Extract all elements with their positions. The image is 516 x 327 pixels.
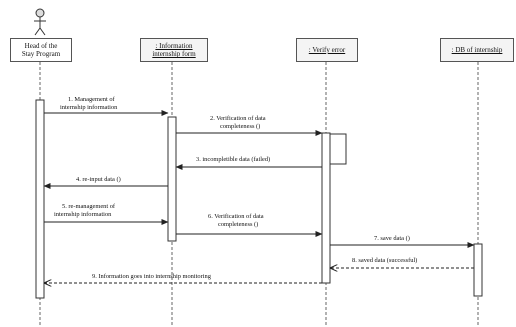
message-6-line1: 6. Verification of data bbox=[208, 213, 264, 220]
activation-form bbox=[167, 116, 177, 242]
message-5-line1: 5. re-management of bbox=[62, 203, 116, 210]
participant-actor-label-2: Stay Program bbox=[21, 50, 61, 58]
message-2-line2: completeness () bbox=[220, 122, 261, 130]
message-3-label: 3. incompletible data (failed) bbox=[196, 156, 271, 163]
message-4-label: 4. re-input data () bbox=[76, 176, 121, 183]
message-1-line1: 1. Management of bbox=[68, 96, 115, 103]
participant-actor: Head of the Stay Program bbox=[10, 38, 72, 62]
message-2-label: 2. Verification of data completeness () bbox=[208, 115, 266, 130]
message-2-line1: 2. Verification of data bbox=[210, 115, 266, 122]
message-8-label: 8. saved data (successful) bbox=[352, 257, 418, 264]
message-7-label: 7. save data () bbox=[374, 235, 410, 242]
message-6-line2: completeness () bbox=[218, 220, 259, 228]
message-1-line2: internship information bbox=[60, 103, 118, 111]
message-9-label: 9. Information goes into internship moni… bbox=[92, 273, 211, 280]
participant-verify-label: : Verify error bbox=[308, 46, 346, 54]
participant-verify: : Verify error bbox=[296, 38, 358, 62]
self-call-verify bbox=[329, 133, 347, 165]
participant-form-label-2: internship form bbox=[152, 50, 196, 58]
message-1-label: 1. Management of internship information bbox=[60, 96, 117, 111]
message-6-label: 6. Verification of data completeness () bbox=[206, 213, 264, 228]
participant-db-label: : DB of internship bbox=[451, 46, 503, 54]
participant-actor-label-1: Head of the bbox=[24, 42, 58, 50]
message-5-line2: internship information bbox=[54, 210, 112, 218]
participant-db: : DB of internship bbox=[440, 38, 514, 62]
participant-form: : Information internship form bbox=[140, 38, 208, 62]
activation-db bbox=[473, 243, 483, 297]
message-5-label: 5. re-management of internship informati… bbox=[54, 203, 115, 218]
actor-icon bbox=[34, 8, 46, 36]
activation-actor bbox=[35, 99, 45, 299]
participant-form-label-1: : Information bbox=[155, 42, 193, 50]
activation-verify bbox=[321, 132, 331, 284]
